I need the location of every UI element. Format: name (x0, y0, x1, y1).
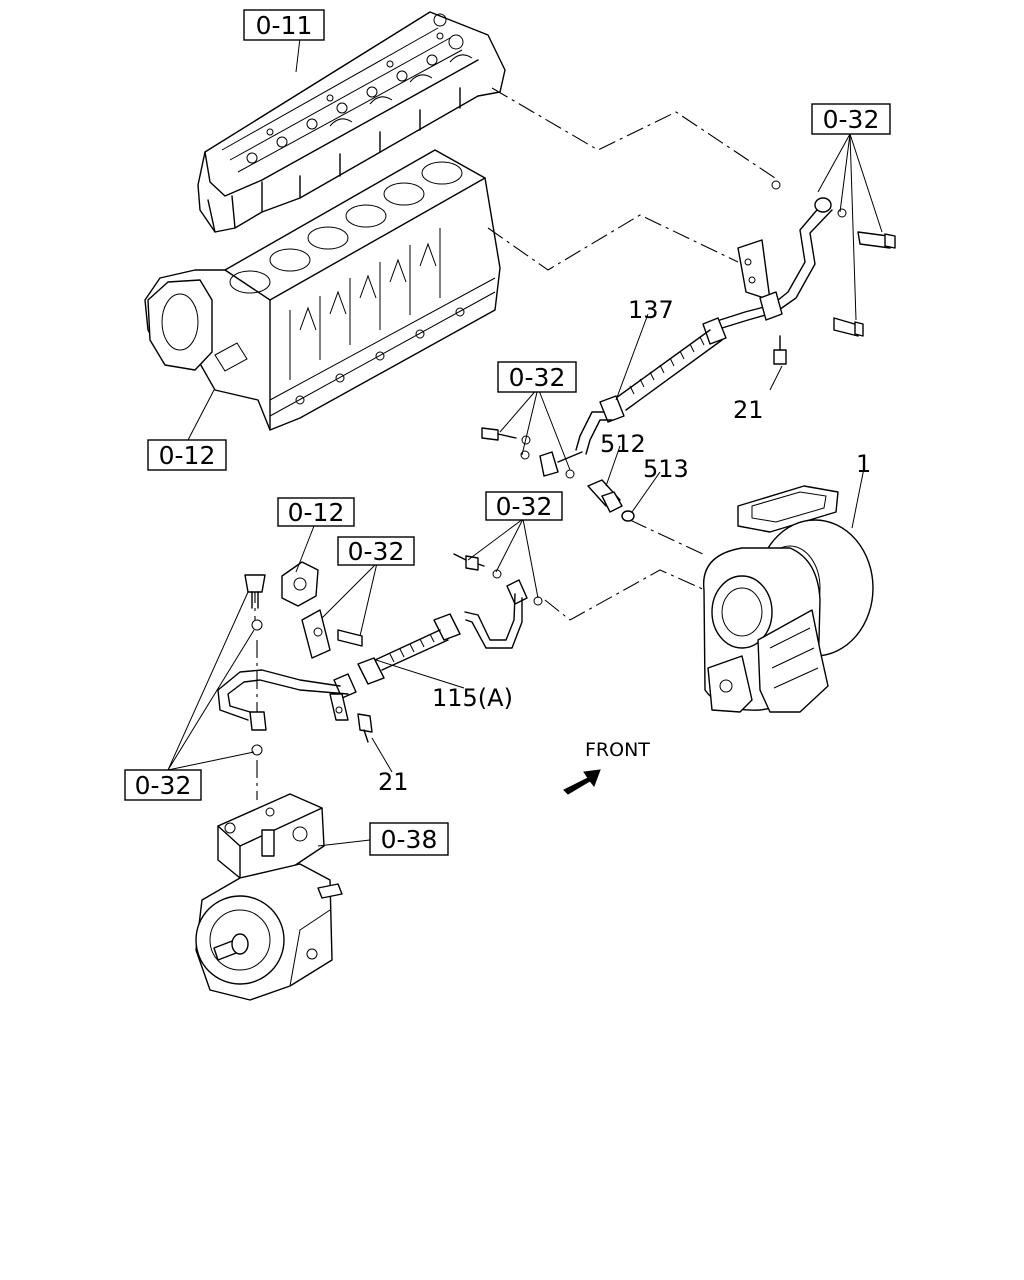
ref-0-32-mid: 0-32 (497, 361, 577, 393)
leader-lines (167, 37, 883, 847)
front-arrow-icon (563, 769, 601, 795)
ref-0-32-bracket: 0-32 (337, 536, 415, 566)
part-1: 1 (856, 450, 871, 478)
svg-text:0-32: 0-32 (823, 105, 880, 134)
part-513: 513 (643, 455, 689, 483)
svg-text:0-11: 0-11 (256, 11, 313, 40)
ref-0-12-block: 0-12 (147, 439, 227, 471)
cylinder-head (197, 11, 506, 233)
ref-0-38: 0-38 (369, 822, 449, 856)
turbocharger (702, 485, 874, 713)
bracket (281, 561, 363, 659)
part-137: 137 (628, 296, 674, 324)
connector-512 (587, 479, 635, 522)
part-115a: 115(A) (432, 684, 513, 712)
svg-text:0-32: 0-32 (496, 492, 553, 521)
part-21-upper: 21 (733, 396, 764, 424)
ref-0-32-top: 0-32 (811, 103, 891, 135)
svg-text:0-38: 0-38 (381, 825, 438, 854)
ref-0-12-bracket: 0-12 (277, 497, 355, 527)
svg-text:0-12: 0-12 (288, 498, 345, 527)
ref-0-11: 0-11 (243, 9, 325, 41)
air-compressor (195, 793, 343, 1001)
svg-text:0-32: 0-32 (348, 537, 405, 566)
dash-dot-leaders (254, 87, 779, 800)
cylinder-block (144, 149, 501, 431)
front-indicator: FRONT (563, 739, 650, 795)
part-21-lower: 21 (378, 768, 409, 796)
svg-text:0-32: 0-32 (135, 771, 192, 800)
svg-text:0-12: 0-12 (159, 441, 216, 470)
svg-text:0-32: 0-32 (509, 363, 566, 392)
front-label: FRONT (585, 739, 650, 761)
ref-0-32-hose: 0-32 (485, 491, 563, 521)
ref-0-32-compressor: 0-32 (124, 769, 202, 801)
oil-pipe-115a (217, 553, 543, 756)
part-512: 512 (600, 430, 646, 458)
oil-pipe-137 (481, 180, 896, 479)
